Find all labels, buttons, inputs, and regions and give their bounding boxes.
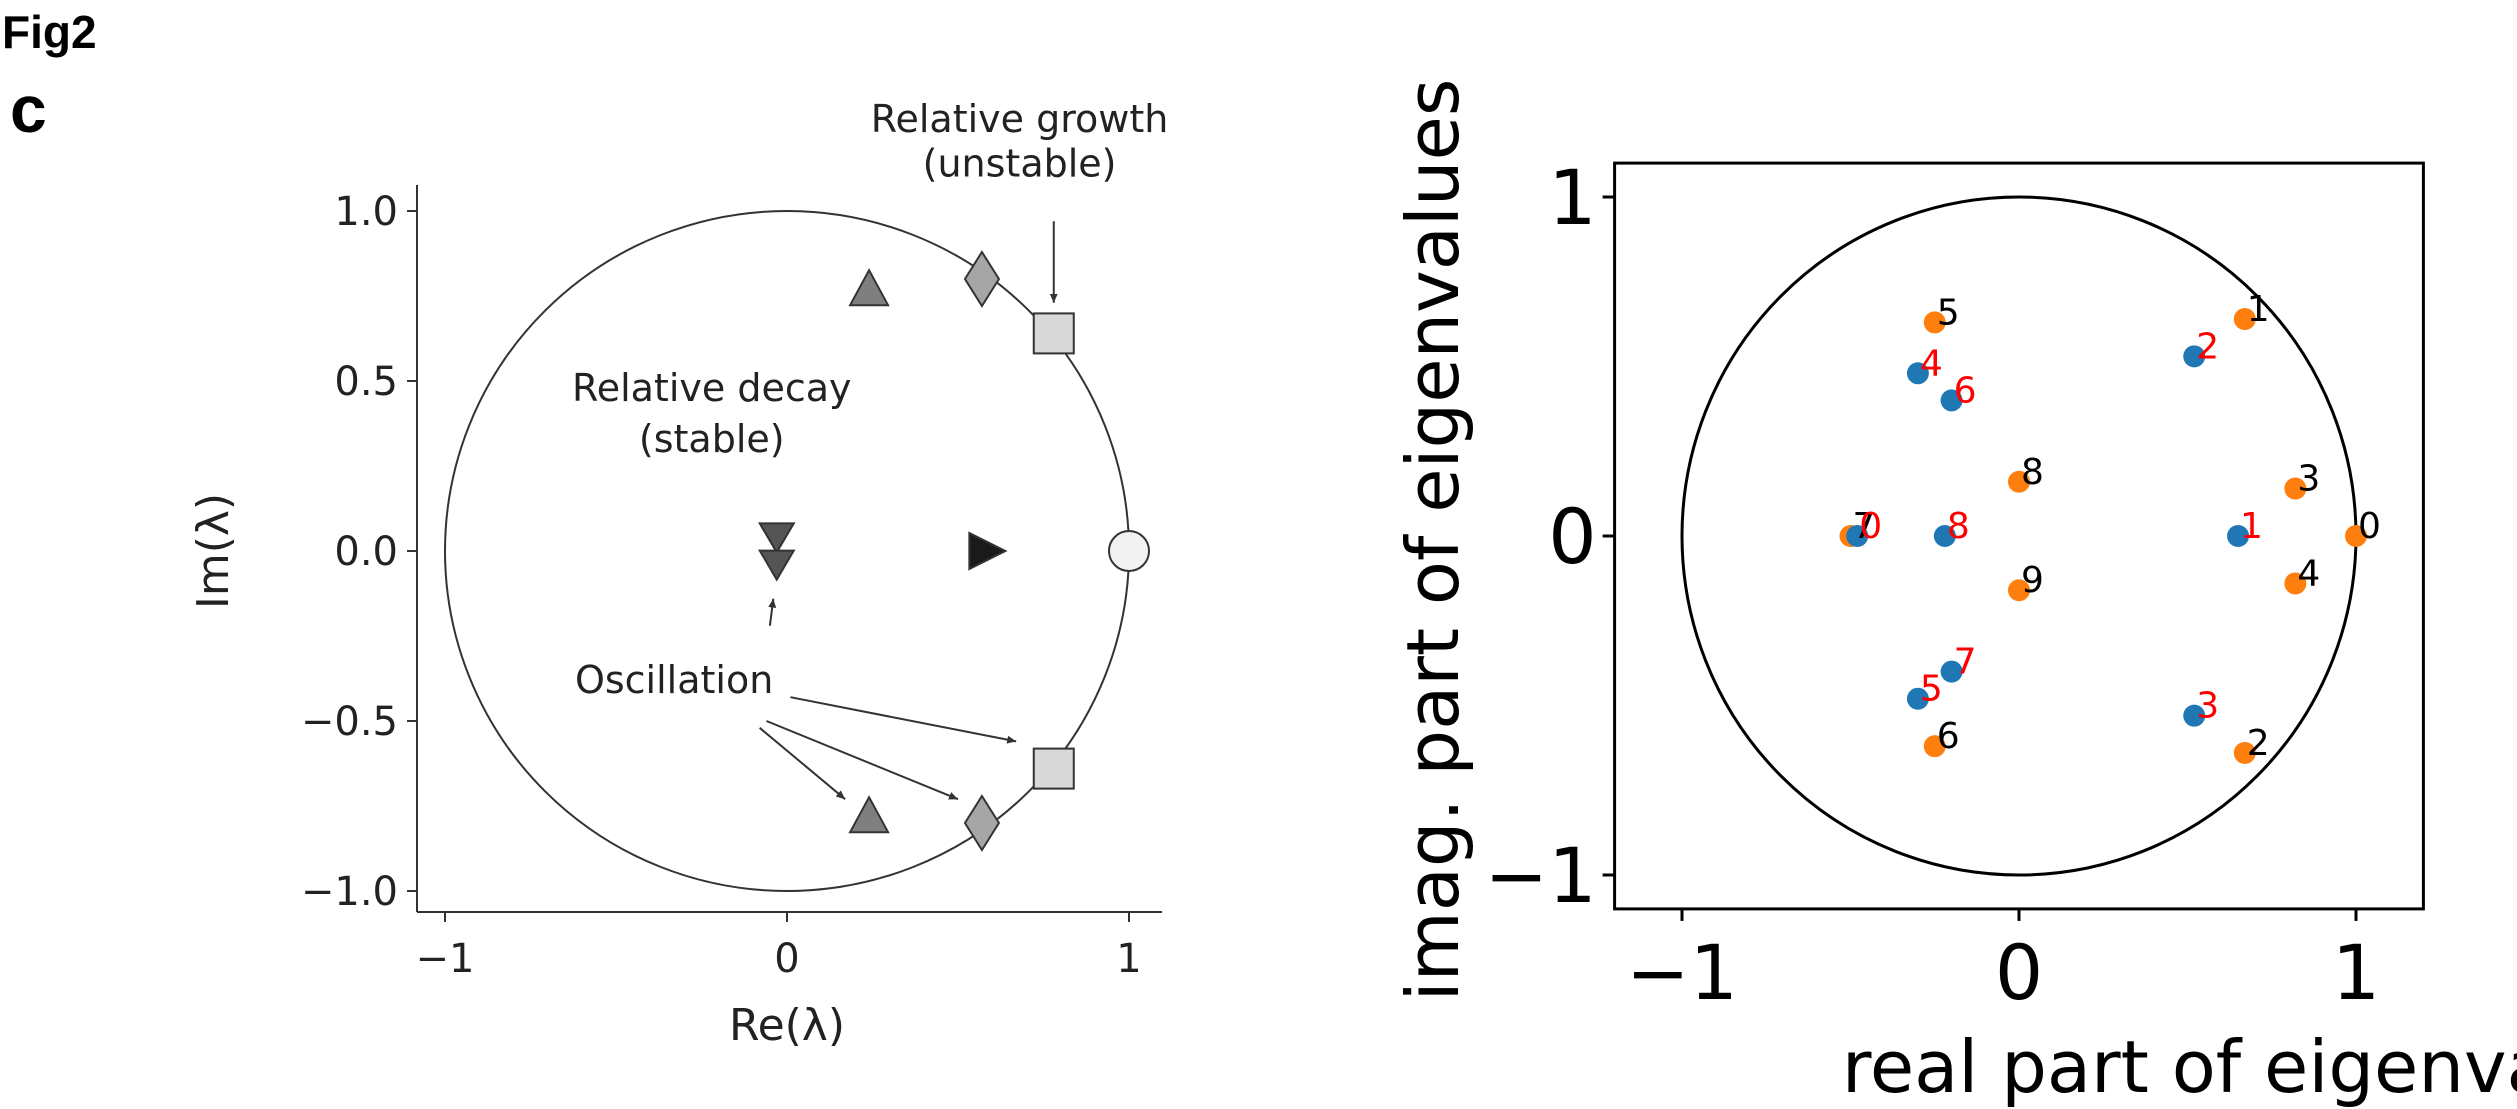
orange-point <box>2345 525 2367 547</box>
y-tick-label: 0.5 <box>334 359 398 405</box>
blue-point-label: 0 <box>1859 506 1882 547</box>
panel-label: c <box>10 72 47 146</box>
x-axis-label: real part of eigenvalues <box>1842 1025 2517 1109</box>
orange-point <box>1923 735 1946 758</box>
orange-point <box>2008 470 2030 493</box>
blue-point-label: 8 <box>1947 506 1970 547</box>
orange-point-label: 4 <box>2297 553 2320 594</box>
figure-label: Fig2 <box>2 6 97 58</box>
blue-point <box>1846 525 1869 547</box>
blue-point-label: 7 <box>1954 642 1977 683</box>
blue-point <box>1906 687 1929 710</box>
blue-point-label: 6 <box>1954 370 1977 411</box>
x-tick-label: −1 <box>416 936 475 982</box>
y-tick-label: −1.0 <box>301 869 398 915</box>
blue-point <box>1940 660 1963 683</box>
marker-triangle-down <box>757 549 796 582</box>
x-axis-label: Re(λ) <box>729 1000 845 1051</box>
y-axis-label: imag. part of eigenvalues <box>1391 79 1475 1002</box>
x-tick-label: 0 <box>774 936 799 982</box>
marker-triangle-right <box>968 531 1008 571</box>
x-tick-label: −1 <box>1626 928 1738 1017</box>
x-tick-label: 1 <box>1116 936 1141 982</box>
blue-point-label: 5 <box>1920 669 1943 710</box>
orange-point <box>2284 572 2307 595</box>
y-tick-label: 1 <box>1548 153 1596 242</box>
blue-point <box>2227 525 2250 547</box>
orange-point-label: 0 <box>2358 506 2381 547</box>
y-tick-label: 1.0 <box>334 189 398 235</box>
orange-point-label: 1 <box>2247 289 2270 330</box>
y-tick-label: 0 <box>1548 492 1596 581</box>
annotation-text: Relative growth <box>871 97 1169 141</box>
marker-square <box>1032 747 1075 790</box>
blue-point-label: 2 <box>2196 326 2219 367</box>
marker-diamond <box>963 794 1001 852</box>
orange-point <box>2284 477 2307 500</box>
orange-point-label: 8 <box>2021 452 2044 493</box>
marker-square <box>1032 312 1075 355</box>
orange-point-label: 7 <box>1853 506 1876 547</box>
marker-circle <box>1108 530 1150 572</box>
orange-point-label: 3 <box>2297 459 2320 500</box>
blue-point <box>1940 389 1963 412</box>
annotation-text: (stable) <box>639 417 785 461</box>
orange-point <box>1923 311 1946 334</box>
blue-point <box>2183 345 2206 368</box>
orange-point-label: 2 <box>2247 723 2270 764</box>
x-tick-label: 1 <box>2332 928 2380 1017</box>
annotation-arrow <box>766 720 959 801</box>
y-axis-label: Im(λ) <box>188 493 239 609</box>
y-tick-label: −1 <box>1485 831 1597 920</box>
blue-point <box>1933 525 1956 547</box>
orange-point <box>2233 741 2256 764</box>
annotation-text: Oscillation <box>575 658 773 702</box>
marker-triangle-up <box>848 268 890 307</box>
y-tick-label: 0.0 <box>334 529 398 575</box>
blue-point <box>1906 362 1929 385</box>
marker-diamond <box>963 250 1001 308</box>
eigenvalue-scatter-chart: −1 0 1 1 0 −1 real part of eigenvalues imag. pa… <box>1391 79 2517 1109</box>
orange-point <box>2008 579 2030 602</box>
orange-point-label: 9 <box>2021 560 2044 601</box>
annotation-text: (unstable) <box>923 141 1117 185</box>
y-tick-label: −0.5 <box>301 699 398 745</box>
plot-frame <box>1613 161 2425 911</box>
blue-point-label: 4 <box>1920 343 1943 384</box>
annotation-arrow <box>768 598 777 626</box>
x-tick-label: 0 <box>1995 928 2043 1017</box>
eigenvalue-schematic-chart: 1.0 0.5 0.0 −0.5 −1.0 −1 0 1Re(λ) Im(λ) Relative … <box>188 97 1168 1051</box>
annotation-arrow <box>790 696 1017 744</box>
marker-triangle-up <box>848 795 890 834</box>
orange-point-label: 5 <box>1937 292 1960 333</box>
blue-point <box>2183 704 2206 727</box>
blue-point-label: 1 <box>2240 506 2263 547</box>
annotation-text: Relative decay <box>572 366 852 410</box>
annotation-arrow <box>758 727 846 800</box>
marker-triangle-down <box>757 522 796 555</box>
orange-point-label: 6 <box>1937 716 1960 757</box>
orange-point <box>2233 308 2256 331</box>
blue-point-label: 3 <box>2196 686 2219 727</box>
